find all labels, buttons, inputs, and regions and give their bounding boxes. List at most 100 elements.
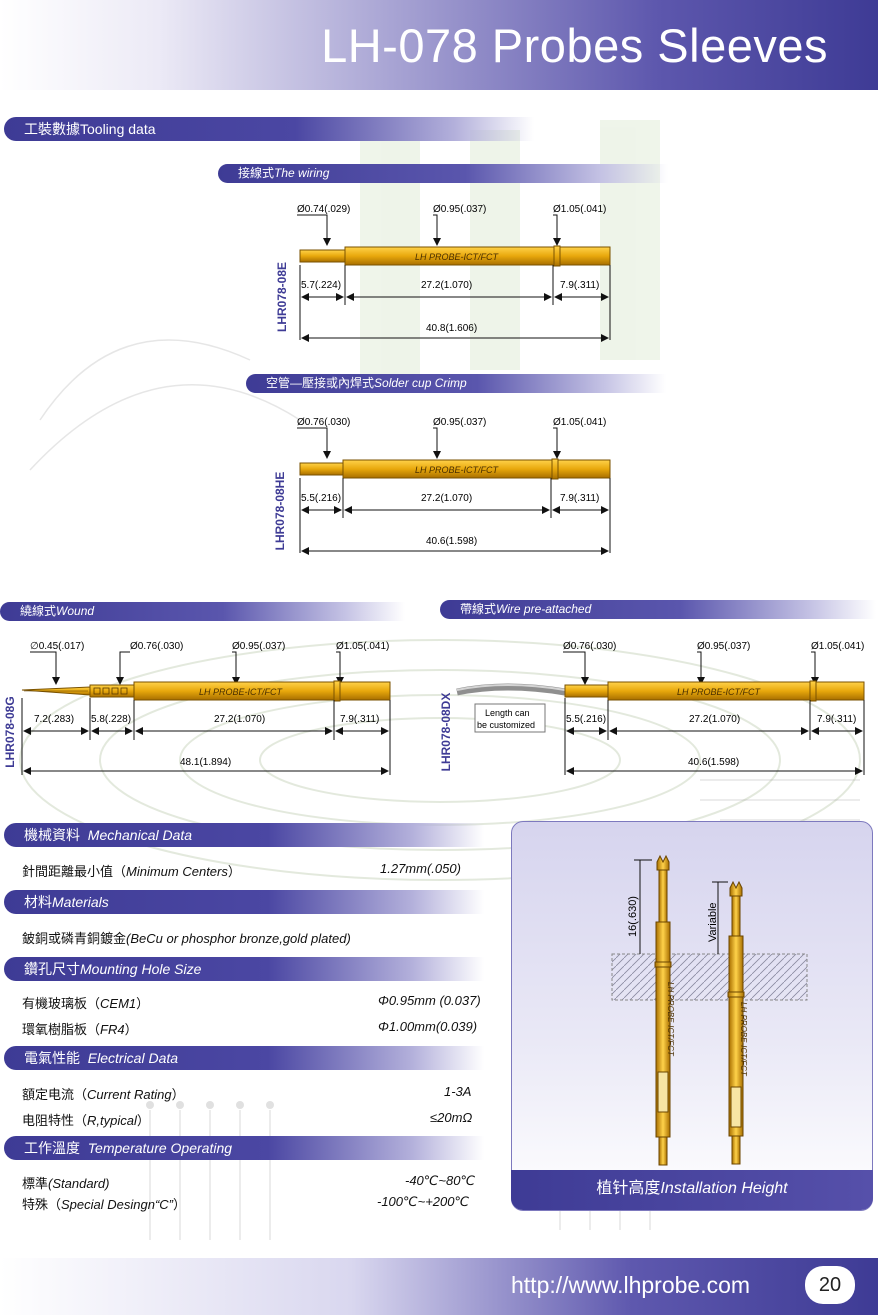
mechanical-heading-cn: 機械資料 [24, 827, 80, 843]
wire-note-line2: be customized [477, 720, 535, 730]
wire-heading: 帶線式Wire pre-attached [440, 600, 876, 619]
page-number: 20 [805, 1266, 855, 1304]
solder-d-head: Ø1.05(.041) [553, 417, 606, 428]
min-centers-value: 1.27mm(.050) [380, 861, 461, 876]
temperature-row-label-cn: 標準 [22, 1176, 49, 1191]
pcb-board [611, 953, 808, 1001]
variable-label: Variable [707, 902, 719, 942]
temperature-heading: 工作溫度 Temperature Operating [4, 1136, 484, 1160]
temperature-heading-cn: 工作溫度 [24, 1140, 80, 1156]
wire-tail-tube [564, 684, 609, 698]
temperature-heading-en: Temperature Operating [87, 1140, 233, 1156]
wire-dim-body: 27.2(1.070) [689, 714, 740, 725]
installation-panel [511, 821, 873, 1211]
materials-heading: 材料Materials [4, 890, 484, 914]
mechanical-heading: 機械資料 Mechanical Data [4, 823, 484, 847]
electrical-row-label-en: R,typical [87, 1113, 137, 1128]
wiring-d-head: Ø1.05(.041) [553, 204, 606, 215]
wound-d-wrap: ∅0.45(.017) [30, 641, 84, 652]
footer-band [0, 1258, 878, 1315]
wiring-tail-tube [299, 249, 346, 263]
materials-text: 鈹銅或磷青銅鍍金(BeCu or phosphor bronze,gold pl… [22, 928, 351, 947]
wound-dim-body: 27.2(1.070) [214, 714, 265, 725]
installed-probe-right-text: LH PROBE-ICT/FCT [739, 1002, 748, 1077]
installation-illustration: LH PROBE-ICT/FCT 16(.630) LH PROBE-ICT/F… [611, 854, 808, 1166]
mounting-heading-en: Mounting Hole Size [80, 961, 202, 977]
mounting-row-label-close: ） [136, 996, 150, 1011]
temperature-row-value: -100℃~+200℃ [377, 1194, 470, 1209]
installed-probe-left-text: LH PROBE-ICT/FCT [666, 982, 675, 1057]
wound-heading: 繞線式Wound [0, 602, 405, 621]
solder-dim-body: 27.2(1.070) [421, 493, 472, 504]
mounting-heading-cn: 鑽孔尺寸 [24, 961, 80, 977]
wound-d-body: Ø0.95(.037) [232, 641, 285, 652]
wound-heading-cn: 繞線式 [20, 604, 57, 618]
wiring-probe-text: LH PROBE-ICT/FCT [415, 252, 500, 262]
temperature-row-value: -40℃~80℃ [405, 1173, 476, 1188]
wound-dim-total: 48.1(1.894) [180, 757, 231, 768]
mounting-row-label-cn: 有機玻璃板（ [22, 996, 101, 1011]
electrical-row-label: 电阻特性（R,typical） [22, 1110, 150, 1129]
min-centers-label-close: ） [227, 864, 241, 879]
mounting-row-label-cn: 環氧樹脂板（ [22, 1022, 101, 1037]
wire-d-head: Ø1.05(.041) [811, 641, 864, 652]
website-url[interactable]: http://www.lhprobe.com [511, 1272, 751, 1298]
electrical-row-value: ≤20mΩ [430, 1110, 473, 1125]
wire-probe-text: LH PROBE-ICT/FCT [677, 687, 762, 697]
tooling-heading-cn: 工裝數據 [24, 121, 80, 137]
wire-heading-cn: 帶線式 [460, 602, 497, 616]
electrical-row-label-close: ） [136, 1113, 150, 1128]
electrical-row-label-cn: 額定电流（ [22, 1087, 88, 1102]
solder-model: LHR078-08HE [273, 471, 287, 551]
page-title: LH-078 Probes Sleeves [321, 19, 828, 72]
electrical-row-label-close: ） [171, 1087, 185, 1102]
wiring-heading-cn: 接線式 [238, 166, 275, 180]
mechanical-heading-en: Mechanical Data [87, 827, 193, 843]
header-band [0, 0, 878, 90]
wound-d-tail: Ø0.76(.030) [130, 641, 183, 652]
solder-probe-text: LH PROBE-ICT/FCT [415, 465, 500, 475]
height-label: 16(.630) [627, 896, 639, 937]
solder-d-body: Ø0.95(.037) [433, 417, 486, 428]
wound-dim-tail: 5.8(.228) [91, 714, 131, 725]
wound-model: LHR078-08G [3, 696, 17, 768]
solder-body-tube [342, 459, 611, 479]
wire-drawing: Length can be customized Ø0.76(.030) Ø0.… [456, 641, 865, 775]
wiring-heading-en: The wiring [274, 166, 330, 180]
installed-probe-left [654, 854, 672, 1166]
wiring-dim-body: 27.2(1.070) [421, 280, 472, 291]
wound-heading-en: Wound [56, 604, 95, 618]
temperature-row-label-cn: 特殊（ [22, 1197, 62, 1212]
wire-dim-head: 7.9(.311) [817, 714, 856, 725]
wiring-model: LHR078-08E [275, 261, 289, 333]
installation-caption-cn: 植针高度 [596, 1180, 661, 1197]
installed-probe-right [727, 880, 745, 1165]
wire-d-body: Ø0.95(.037) [697, 641, 750, 652]
wiring-dim-total: 40.8(1.606) [426, 323, 477, 334]
mounting-row-value: Φ1.00mm(0.039) [378, 1019, 478, 1034]
wound-dim-wrap: 7.2(.283) [34, 714, 74, 725]
wound-dim-head: 7.9(.311) [340, 714, 379, 725]
solder-dim-tail: 5.5(.216) [301, 493, 341, 504]
wire-dim-tail: 5.5(.216) [566, 714, 606, 725]
solder-dim-total: 40.6(1.598) [426, 536, 477, 547]
electrical-row-label-en: Current Rating [87, 1087, 172, 1102]
wiring-body-tube [344, 246, 611, 266]
wire-dim-total: 40.6(1.598) [688, 757, 739, 768]
materials-heading-en: Materials [52, 894, 109, 910]
temperature-row-label-en: Special Desingn“C” [61, 1197, 174, 1212]
wiring-dim-head: 7.9(.311) [560, 280, 599, 291]
electrical-row-value: 1-3A [444, 1084, 472, 1099]
solder-heading: 空管—壓接或內焊式Solder cup Crimp [246, 374, 666, 393]
temperature-row-label: 特殊（Special Desingn“C”） [22, 1194, 186, 1213]
electrical-row-label-cn: 电阻特性（ [22, 1113, 88, 1128]
wiring-dim-tail: 5.7(.224) [301, 280, 341, 291]
wiring-d-tail: Ø0.74(.029) [297, 204, 350, 215]
wire-note-line1: Length can [485, 708, 530, 718]
wiring-d-body: Ø0.95(.037) [433, 204, 486, 215]
mounting-row-label-en: CEM1 [100, 996, 137, 1011]
materials-text-en: (BeCu or phosphor bronze,gold plated) [126, 931, 351, 946]
wiring-drawing: Ø0.74(.029) Ø0.95(.037) Ø1.05(.041) LH P… [297, 204, 611, 342]
materials-heading-cn: 材料 [24, 894, 52, 910]
electrical-heading-cn: 電氣性能 [24, 1050, 80, 1066]
